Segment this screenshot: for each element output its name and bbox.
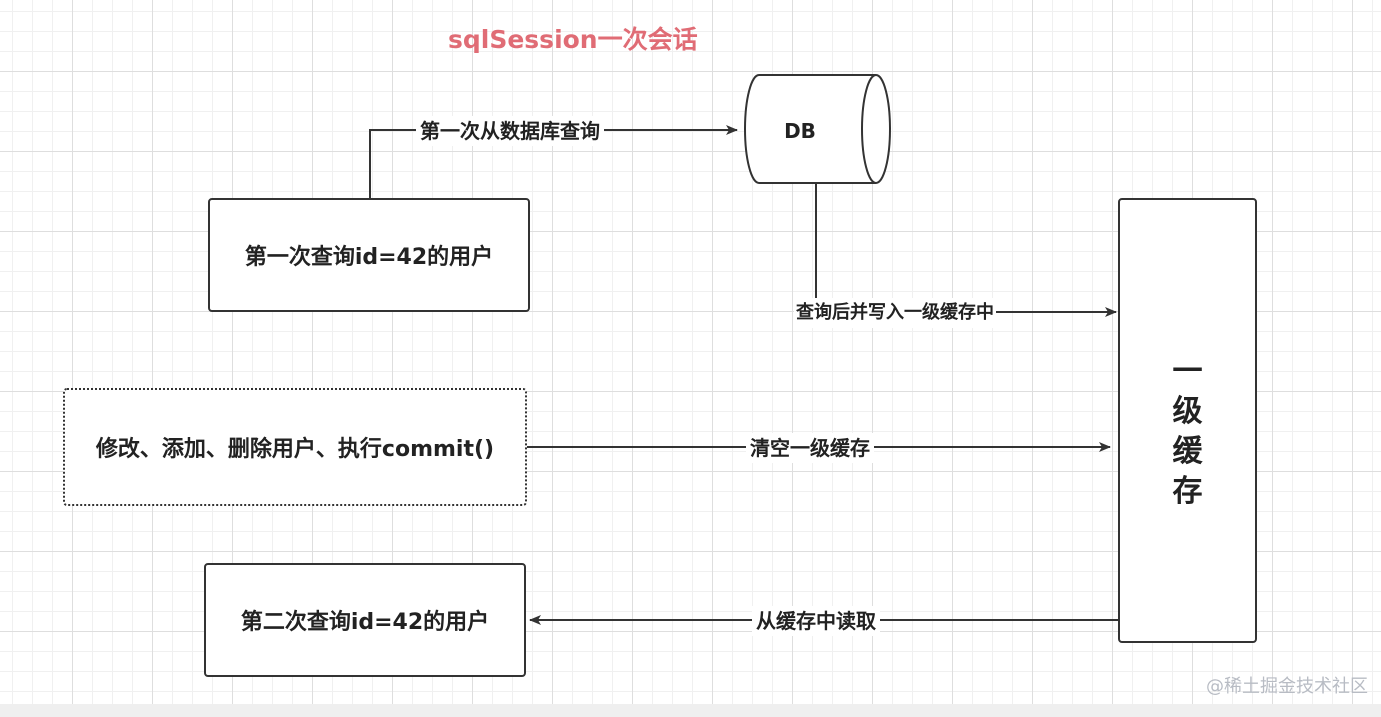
db-label: DB (784, 119, 816, 143)
first-query-box: 第一次查询id=42的用户 (208, 198, 530, 312)
edge-label-write-cache: 查询后并写入一级缓存中 (794, 298, 996, 328)
cache-char: 一 (1172, 354, 1203, 389)
second-query-box: 第二次查询id=42的用户 (204, 563, 526, 677)
watermark: @稀土掘金技术社区 (1206, 676, 1368, 697)
cache-char: 级 (1172, 394, 1203, 429)
modify-box: 修改、添加、删除用户、执行commit() (63, 388, 527, 506)
edge-label-read-cache: 从缓存中读取 (752, 606, 880, 636)
edge-write-cache (815, 183, 1117, 317)
bottom-strip (0, 704, 1381, 717)
cache-char: 存 (1172, 474, 1203, 509)
diagram-title: sqlSession一次会话 (448, 25, 698, 54)
cache-char: 缓 (1172, 434, 1203, 469)
edge-label-query-db: 第一次从数据库查询 (416, 116, 604, 146)
edge-label-clear-cache: 清空一级缓存 (746, 433, 874, 463)
cache-label: 一 级 缓 存 (1120, 352, 1255, 512)
first-level-cache-box: 一 级 缓 存 (1118, 198, 1257, 643)
edge-query-db (369, 125, 738, 198)
db-cylinder (744, 74, 891, 184)
